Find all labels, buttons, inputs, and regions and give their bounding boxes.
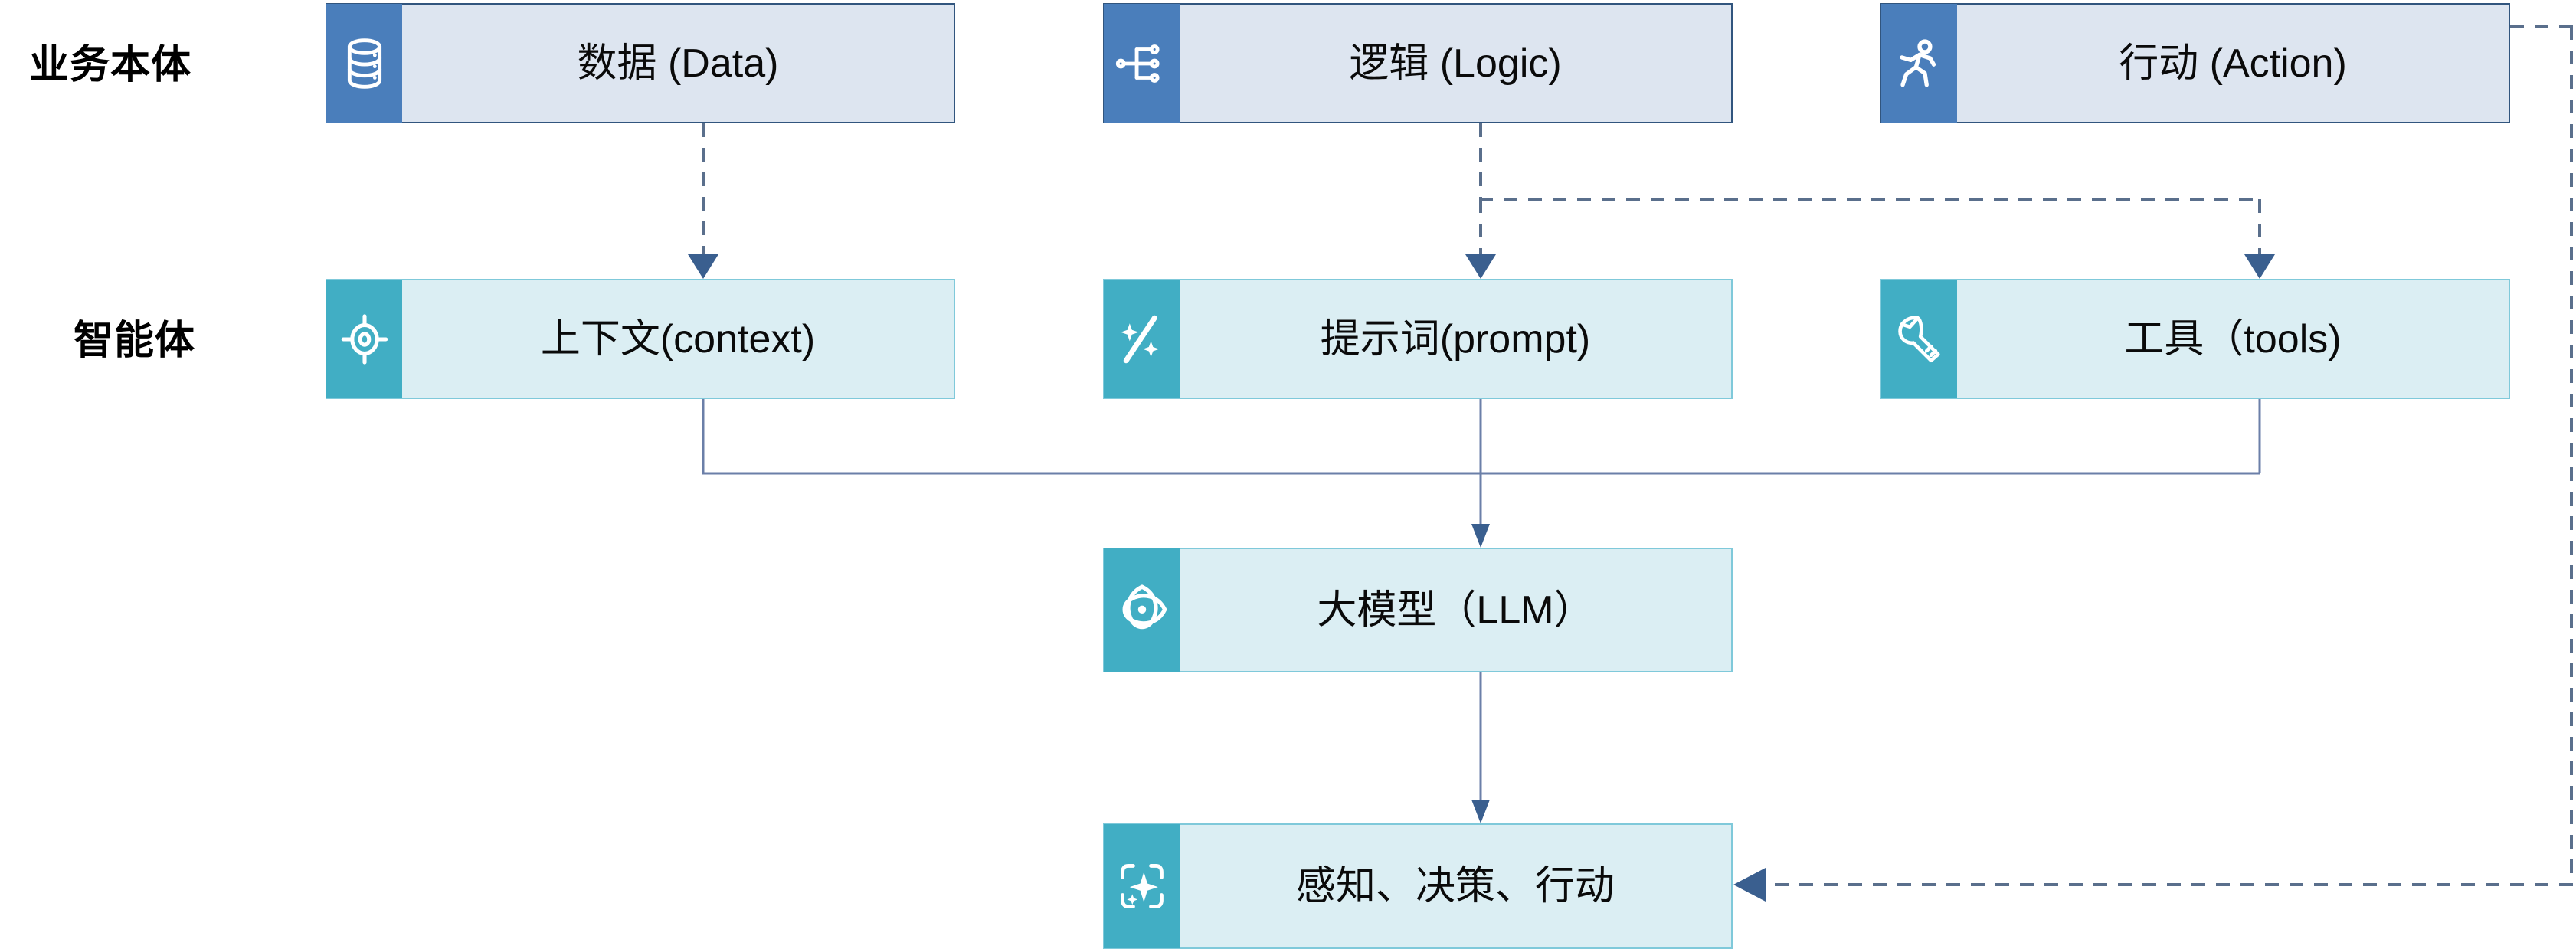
node-tools-body: 工具（tools) <box>1957 280 2509 398</box>
node-logic[interactable]: 逻辑 (Logic) <box>1103 3 1733 123</box>
node-prompt-label: 提示词(prompt) <box>1320 316 1591 362</box>
node-loop-label: 感知、决策、行动 <box>1295 864 1615 908</box>
hierarchy-icon <box>1104 4 1180 123</box>
atom-icon <box>1104 548 1180 672</box>
node-loop-body: 感知、决策、行动 <box>1180 824 1732 948</box>
node-context-body: 上下文(context) <box>402 280 954 398</box>
node-tools[interactable]: 工具（tools) <box>1880 279 2510 399</box>
node-data-body: 数据 (Data) <box>402 4 954 123</box>
target-icon <box>326 280 402 398</box>
node-data-label: 数据 (Data) <box>577 41 779 86</box>
node-logic-body: 逻辑 (Logic) <box>1180 4 1732 123</box>
sparkle-wand-icon <box>1104 280 1180 398</box>
node-action-body: 行动 (Action) <box>1957 4 2509 123</box>
node-llm-body: 大模型（LLM） <box>1180 548 1732 672</box>
connector-llm-to-loop <box>1471 672 1490 823</box>
row-label-agent: 智能体 <box>74 308 195 365</box>
connector-action-to-loop <box>1733 25 2573 902</box>
connector-logic-to-tools <box>1479 198 2275 279</box>
database-icon <box>326 4 402 123</box>
node-action-label: 行动 (Action) <box>2119 41 2347 86</box>
row-label-business: 业务本体 <box>29 32 191 90</box>
node-logic-label: 逻辑 (Logic) <box>1349 41 1562 86</box>
node-tools-label: 工具（tools) <box>2124 316 2342 362</box>
row-label-business-text: 业务本体 <box>29 43 192 87</box>
node-llm-label: 大模型（LLM） <box>1317 587 1594 633</box>
connector-prompt-to-llm <box>1471 399 1490 548</box>
node-prompt[interactable]: 提示词(prompt) <box>1103 279 1733 399</box>
connector-data-to-context <box>688 123 718 279</box>
node-data[interactable]: 数据 (Data) <box>326 3 955 123</box>
node-loop[interactable]: 感知、决策、行动 <box>1103 823 1733 949</box>
connector-logic-to-prompt <box>1465 123 1496 279</box>
node-action[interactable]: 行动 (Action) <box>1880 3 2510 123</box>
node-prompt-body: 提示词(prompt) <box>1180 280 1732 398</box>
ai-sparkle-frame-icon <box>1104 824 1180 948</box>
node-llm[interactable]: 大模型（LLM） <box>1103 548 1733 672</box>
row-label-agent-text: 智能体 <box>74 319 196 363</box>
wrench-icon <box>1881 280 1957 398</box>
node-context-label: 上下文(context) <box>540 316 816 362</box>
running-person-icon <box>1881 4 1957 123</box>
node-context[interactable]: 上下文(context) <box>326 279 955 399</box>
